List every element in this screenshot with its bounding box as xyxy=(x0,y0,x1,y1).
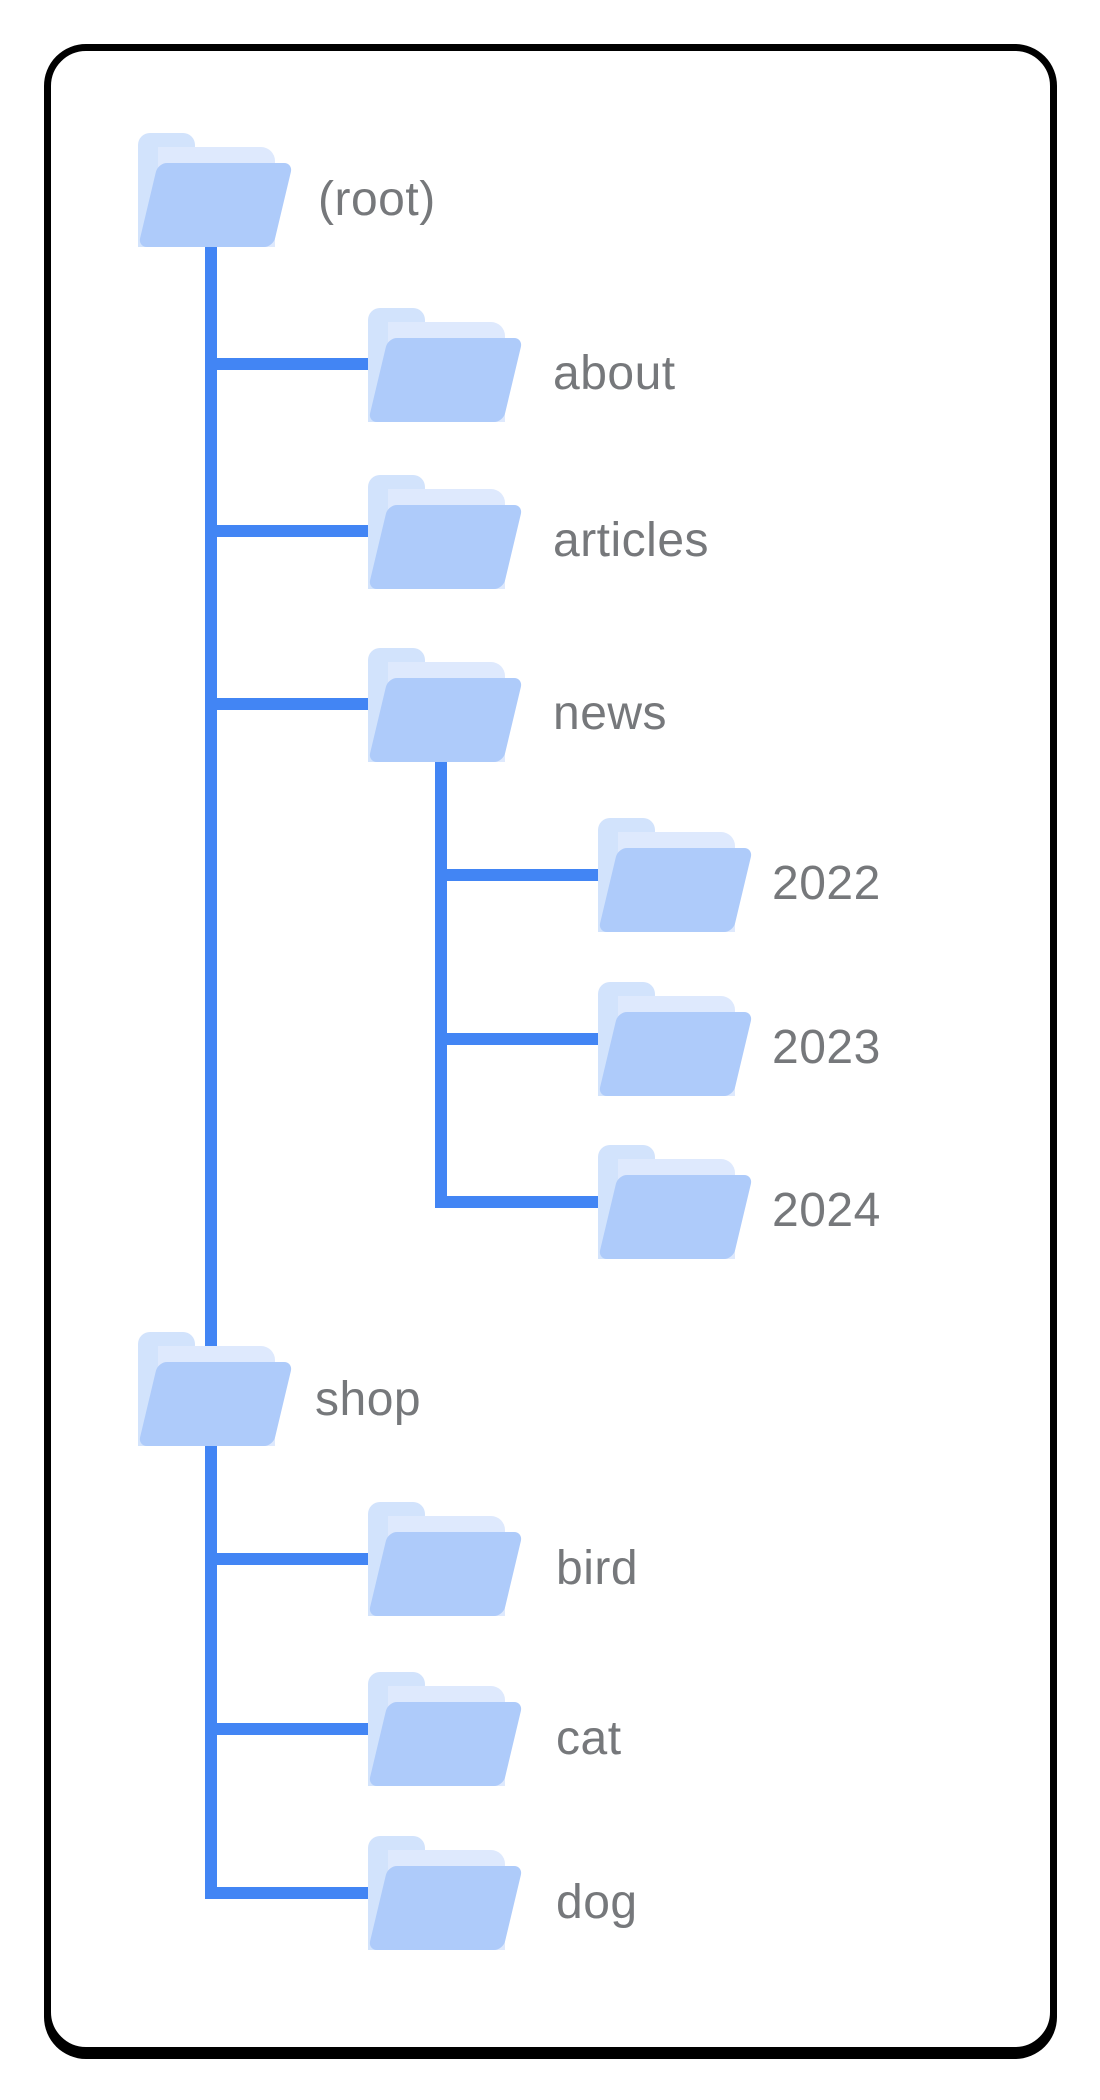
folder-icon-2024 xyxy=(598,1145,754,1259)
node-label-2023: 2023 xyxy=(772,1021,881,1074)
folder-front xyxy=(368,338,524,422)
connector-to-about xyxy=(211,358,391,370)
connector-to-bird xyxy=(211,1553,391,1565)
folder-icon-2023 xyxy=(598,982,754,1096)
connector-to-2024 xyxy=(441,1196,616,1208)
node-label-about: about xyxy=(553,347,676,400)
node-label-2022: 2022 xyxy=(772,857,881,910)
diagram-rounded-frame xyxy=(44,44,1057,2054)
folder-front xyxy=(598,1175,754,1259)
folder-front xyxy=(368,1866,524,1950)
node-label-root: (root) xyxy=(318,173,436,226)
folder-icon-2022 xyxy=(598,818,754,932)
folder-icon-about xyxy=(368,308,524,422)
connector-to-2022 xyxy=(441,869,616,881)
node-label-bird: bird xyxy=(556,1542,639,1595)
connector-news-vertical xyxy=(435,752,447,1208)
connector-to-2023 xyxy=(441,1033,616,1045)
folder-front xyxy=(138,163,294,247)
connector-to-news xyxy=(211,698,391,710)
node-label-2024: 2024 xyxy=(772,1184,881,1237)
folder-front xyxy=(138,1362,294,1446)
folder-icon-dog xyxy=(368,1836,524,1950)
folder-front xyxy=(368,1532,524,1616)
folder-front xyxy=(368,1702,524,1786)
folder-icon-shop xyxy=(138,1332,294,1446)
folder-icon-bird xyxy=(368,1502,524,1616)
node-label-articles: articles xyxy=(553,514,710,567)
folder-icon-cat xyxy=(368,1672,524,1786)
folder-front xyxy=(368,678,524,762)
folder-icon-root xyxy=(138,133,294,247)
node-label-shop: shop xyxy=(315,1373,422,1426)
folder-front xyxy=(368,505,524,589)
node-label-dog: dog xyxy=(556,1876,638,1929)
connector-root-vertical xyxy=(205,240,217,1899)
connector-to-cat xyxy=(211,1723,391,1735)
folder-icon-articles xyxy=(368,475,524,589)
folder-front xyxy=(598,1012,754,1096)
connector-to-dog xyxy=(211,1887,391,1899)
connector-to-articles xyxy=(211,525,391,537)
folder-front xyxy=(598,848,754,932)
folder-icon-news xyxy=(368,648,524,762)
node-label-news: news xyxy=(553,687,668,740)
node-label-cat: cat xyxy=(556,1712,622,1765)
